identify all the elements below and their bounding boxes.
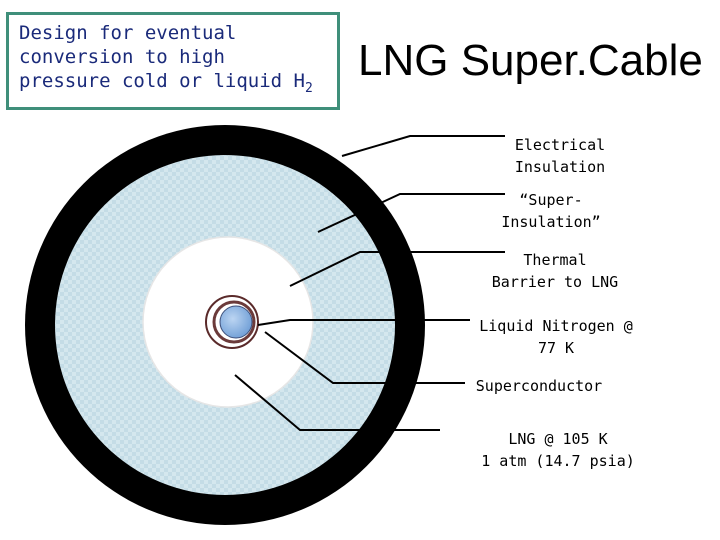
note-h2-subscript: 2 [304, 80, 313, 96]
leader-line-liquid-nitrogen [257, 319, 470, 326]
label-liquid-nitrogen: Liquid Nitrogen @ 77 K [468, 315, 644, 359]
label-thermal-barrier: Thermal Barrier to LNG [480, 249, 630, 293]
label-electrical-insulation: Electrical Insulation [502, 134, 618, 178]
label-thermal-barrier-line-2: Barrier to LNG [491, 273, 619, 291]
leader-line-electrical-insulation [341, 135, 505, 157]
note-line-1: Design for eventual [19, 22, 237, 44]
core-conductor [219, 305, 253, 339]
page-title: LNG Super.Cable [358, 36, 703, 85]
label-superconductor-line-1: Superconductor [475, 377, 603, 395]
label-superconductor: Superconductor [468, 375, 610, 397]
note-line-3-text: pressure cold or liquid H [19, 70, 305, 92]
note-line-2: conversion to high [19, 46, 225, 68]
label-lng-line-1: LNG @ 105 K [508, 430, 608, 448]
note-line-3: pressure cold or liquid H2 [19, 69, 327, 101]
leader-line-lng [234, 374, 440, 431]
label-super-insulation-line-1: “Super- [519, 191, 583, 209]
label-liquid-nitrogen-line-1: Liquid Nitrogen @ [479, 317, 633, 335]
label-lng-line-2: 1 atm (14.7 psia) [481, 452, 635, 470]
leader-line-super-insulation [317, 193, 505, 233]
label-liquid-nitrogen-line-2: 77 K [537, 339, 575, 357]
label-super-insulation: “Super- Insulation” [494, 189, 608, 233]
label-thermal-barrier-line-1: Thermal [523, 251, 587, 269]
label-electrical-insulation-line-2: Insulation [514, 158, 606, 176]
leader-line-thermal-barrier [289, 251, 505, 287]
label-electrical-insulation-line-1: Electrical [514, 136, 606, 154]
label-super-insulation-line-2: Insulation” [501, 213, 601, 231]
leader-line-superconductor [264, 331, 465, 384]
label-lng: LNG @ 105 K 1 atm (14.7 psia) [474, 428, 642, 472]
design-note-box: Design for eventual conversion to high p… [6, 12, 340, 110]
